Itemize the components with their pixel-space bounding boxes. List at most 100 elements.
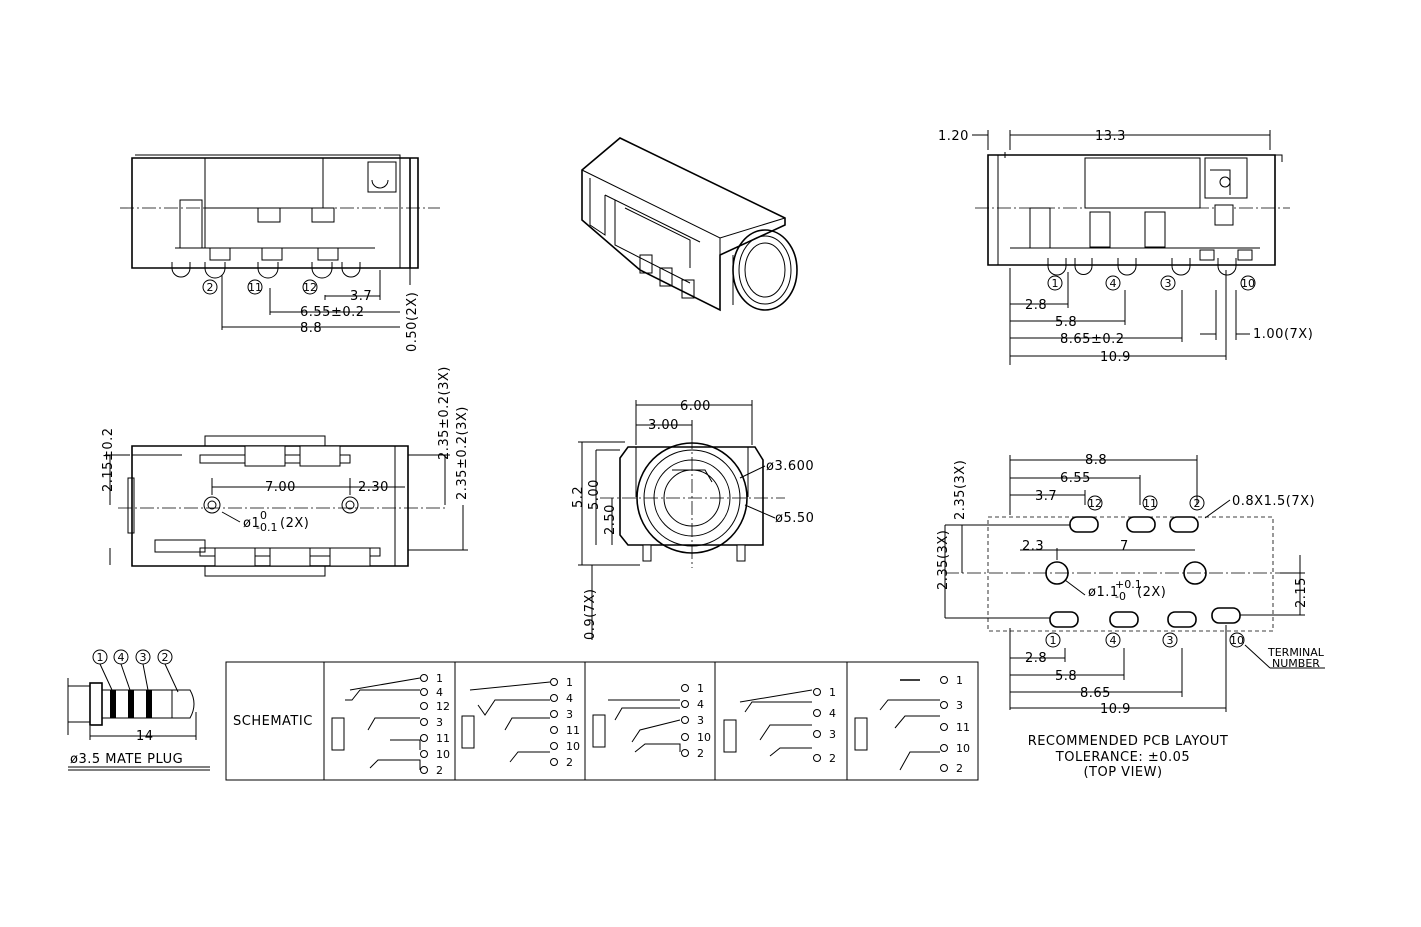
pin-10: 10	[566, 740, 580, 753]
schematic-label: SCHEMATIC	[233, 714, 313, 729]
pcb-caption-2: TOLERANCE: ±0.05	[1055, 750, 1190, 765]
pin-1: 1	[566, 676, 573, 689]
schematic-table: SCHEMATIC 1 4 12 3 11 10 2 1 4 3	[225, 661, 979, 781]
pin-badge-11	[1142, 495, 1158, 511]
pad	[1167, 611, 1197, 628]
pin-10: 10	[697, 731, 711, 744]
schematic-block-3: 1 4 3 10 2	[592, 682, 711, 760]
pin-11: 11	[566, 724, 580, 737]
plug-length: 14	[136, 729, 154, 744]
dim-2-15: 2.15	[1294, 577, 1309, 608]
pin-2: 2	[829, 752, 836, 765]
dim-10-9: 10.9	[1100, 350, 1131, 365]
dim-2-15: 2.15±0.2	[101, 427, 116, 492]
pin-label: 3	[1167, 634, 1174, 647]
pin-4: 4	[436, 686, 443, 699]
dim-hole-count: (2X)	[1137, 585, 1166, 600]
schematic-block-2: 1 4 3 11 10 2	[461, 676, 580, 769]
pin-label: 3	[140, 651, 147, 664]
pin-2: 2	[956, 762, 963, 775]
pin-3: 3	[829, 728, 836, 741]
pin-4: 4	[697, 698, 704, 711]
pin-label: 2	[162, 651, 169, 664]
dim-hole-tol-top: 0	[260, 509, 267, 522]
pin-1: 1	[956, 674, 963, 687]
dim-hole: ø1	[243, 516, 260, 531]
pad	[1049, 611, 1079, 628]
side-view-left: 2 11 12 3.7 6.55±0.2 8.8 0.50(2X)	[120, 154, 440, 352]
dim-3-7: 3.7	[1035, 489, 1057, 504]
pcb-caption-1: RECOMMENDED PCB LAYOUT	[1028, 734, 1229, 749]
pin-label: 10	[1241, 277, 1255, 290]
pin-badge-1	[1047, 275, 1063, 291]
pin-label: 4	[1110, 634, 1117, 647]
dim-hole-count: (2X)	[280, 516, 309, 531]
pin-label: 2	[1194, 497, 1201, 510]
pin-badge-1	[1045, 632, 1061, 648]
terminal-label: TERMINAL	[1267, 646, 1325, 659]
dim-hole-tol-bot: -0.1	[256, 521, 277, 534]
dim-8-65: 8.65	[1080, 686, 1111, 701]
pin-label: 11	[248, 281, 262, 294]
dim-hole-tol-bot: -0	[1115, 590, 1126, 603]
dim-2-50: 2.50	[603, 504, 618, 535]
pin-3: 3	[697, 714, 704, 727]
plug-caption: ø3.5 MATE PLUG	[70, 752, 183, 767]
dim-2-35-b: 2.35(3X)	[953, 460, 968, 520]
number-label: NUMBER	[1272, 657, 1320, 670]
pin-12: 12	[436, 700, 450, 713]
dim-2-3: 2.3	[1022, 539, 1044, 554]
pin-badge-2	[1189, 495, 1205, 511]
dim-2-35-b: 2.35±0.2(3X)	[455, 406, 470, 500]
pin-4: 4	[566, 692, 573, 705]
schematic-block-5: 1 3 11 10 2	[854, 674, 970, 775]
pin-badge-10	[1240, 275, 1256, 291]
pin-label: 1	[1050, 634, 1057, 647]
schematic-block-4: 1 4 3 2	[723, 686, 836, 765]
pin-10: 10	[436, 748, 450, 761]
pin-10: 10	[956, 742, 970, 755]
pin-label: 1	[97, 651, 104, 664]
dim-2-35-a: 2.35±0.2(3X)	[437, 366, 452, 460]
pin-1: 1	[697, 682, 704, 695]
bottom-view: 7.00 2.30 ø1 0 -0.1 (2X) 2.15±0.2 2.35±0…	[101, 366, 470, 577]
pin-badge-3	[1160, 275, 1176, 291]
pin-label: 4	[118, 651, 125, 664]
dim-5-8: 5.8	[1055, 315, 1077, 330]
pin-label: 1	[1052, 277, 1059, 290]
dim-1-20: 1.20	[938, 129, 969, 144]
pin-11: 11	[436, 732, 450, 745]
pcb-layout: 8.8 6.55 3.7 12 11 2 0.8X1.5(7X) 2.35(3X…	[936, 453, 1325, 780]
pin-badge-3	[1162, 632, 1178, 648]
isometric-view	[581, 137, 798, 312]
pin-badge-4	[1105, 275, 1121, 291]
dim-10-9: 10.9	[1100, 702, 1131, 717]
pin-label: 4	[1110, 277, 1117, 290]
dim-8-8: 8.8	[300, 321, 322, 336]
pin-2: 2	[697, 747, 704, 760]
pin-badge-12	[302, 279, 318, 295]
dim-hole-tol-top: +0.1	[1115, 578, 1142, 591]
dim-6-00: 6.00	[680, 399, 711, 414]
dim-7-00: 7.00	[265, 480, 296, 495]
pin-badge-10	[1229, 632, 1245, 648]
pin-11: 11	[956, 721, 970, 734]
pin-label: 10	[1230, 634, 1244, 647]
dim-8-65: 8.65±0.2	[1060, 332, 1125, 347]
pcb-caption-3: (TOP VIEW)	[1083, 765, 1162, 780]
dim-0-50: 0.50(2X)	[405, 292, 420, 352]
pin-2: 2	[566, 756, 573, 769]
pin-badge-11	[247, 279, 263, 295]
pin-badge-12	[1087, 495, 1103, 511]
dim-3-7: 3.7	[350, 289, 372, 304]
dim-2-35-a: 2.35(3X)	[936, 530, 951, 590]
pin-1: 1	[436, 672, 443, 685]
pin-2: 2	[436, 764, 443, 777]
dim-1-00: 1.00(7X)	[1253, 327, 1313, 342]
dim-hole: ø1.1	[1088, 585, 1119, 600]
pin-4: 4	[829, 707, 836, 720]
dim-3-00: 3.00	[648, 418, 679, 433]
pin-label: 3	[1165, 277, 1172, 290]
side-view-right: 1.20 13.3 1 4 3 10 2.8 5.8 8.65±0.2 10.9…	[938, 129, 1313, 365]
